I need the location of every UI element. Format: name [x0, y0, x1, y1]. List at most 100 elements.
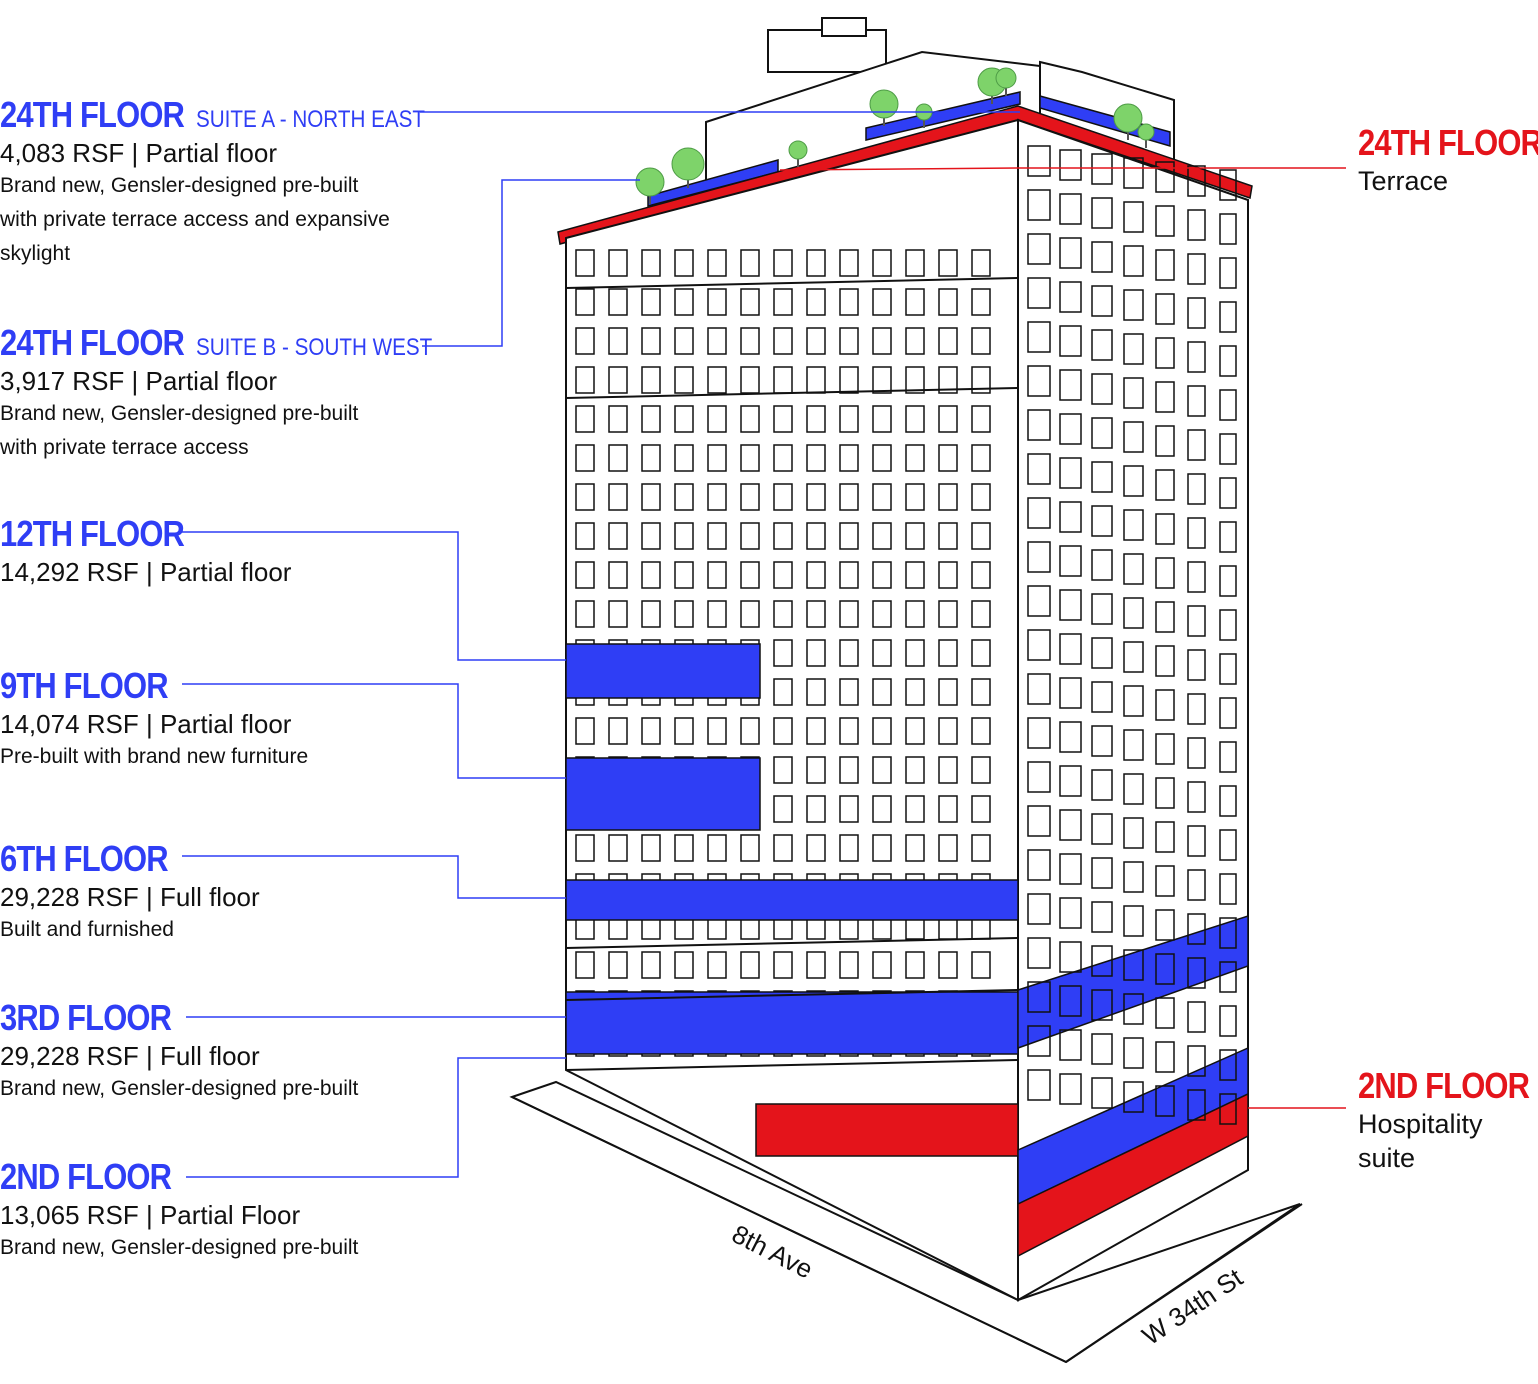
- window: [806, 444, 826, 472]
- window: [1091, 989, 1113, 1021]
- window: [1059, 193, 1082, 225]
- window: [839, 483, 859, 511]
- window: [1059, 677, 1082, 709]
- window: [608, 600, 628, 628]
- window: [938, 249, 958, 277]
- callout-24th-terrace: 24TH FLOOR Terrace: [1358, 122, 1538, 198]
- window: [773, 483, 793, 511]
- window: [1027, 453, 1051, 485]
- window: [905, 717, 925, 745]
- window: [773, 600, 793, 628]
- street-edge-line: [511, 1096, 1067, 1363]
- window: [1123, 157, 1144, 189]
- window: [1123, 773, 1144, 805]
- cornice-line: [565, 387, 1019, 399]
- window: [707, 366, 727, 394]
- window: [971, 561, 991, 589]
- window: [938, 717, 958, 745]
- window: [1155, 601, 1175, 633]
- window: [575, 951, 595, 979]
- area-text: 13,065 RSF | Partial Floor: [0, 1200, 301, 1230]
- window: [1059, 325, 1082, 357]
- window: [1091, 373, 1113, 405]
- window: [674, 327, 694, 355]
- window: [674, 600, 694, 628]
- window: [608, 288, 628, 316]
- window: [1155, 337, 1175, 369]
- window: [938, 444, 958, 472]
- window: [575, 405, 595, 433]
- window: [905, 444, 925, 472]
- tree-icon: [671, 147, 705, 181]
- window: [740, 288, 760, 316]
- window: [806, 756, 826, 784]
- window: [1219, 565, 1237, 597]
- window: [1155, 161, 1175, 193]
- window: [1059, 853, 1082, 885]
- window: [1219, 345, 1237, 377]
- window: [1219, 389, 1237, 421]
- window: [773, 951, 793, 979]
- window: [608, 366, 628, 394]
- window: [1059, 897, 1082, 929]
- tree-icon: [788, 140, 808, 160]
- window: [1219, 609, 1237, 641]
- area-text: 14,292 RSF | Partial floor: [0, 557, 292, 587]
- window: [1091, 153, 1113, 185]
- window: [773, 639, 793, 667]
- window: [971, 327, 991, 355]
- window: [872, 639, 892, 667]
- rooftop-mechanical: [821, 17, 867, 37]
- window: [1123, 685, 1144, 717]
- floor-label: 12TH FLOOR: [0, 513, 185, 554]
- window: [608, 444, 628, 472]
- window: [1187, 209, 1206, 241]
- leader-2nd: [186, 1057, 566, 1178]
- street-label-8th-ave: 8th Ave: [727, 1219, 817, 1285]
- window: [1059, 589, 1082, 621]
- window: [839, 834, 859, 862]
- window: [1219, 213, 1237, 245]
- window: [938, 756, 958, 784]
- window: [872, 327, 892, 355]
- window: [938, 795, 958, 823]
- window: [608, 561, 628, 589]
- window: [1123, 553, 1144, 585]
- window: [674, 444, 694, 472]
- window: [1123, 245, 1144, 277]
- window: [1155, 865, 1175, 897]
- window: [1027, 937, 1051, 969]
- window: [839, 717, 859, 745]
- window: [674, 366, 694, 394]
- window: [773, 834, 793, 862]
- window: [707, 444, 727, 472]
- window: [872, 756, 892, 784]
- window: [839, 444, 859, 472]
- window: [773, 522, 793, 550]
- window: [1219, 829, 1237, 861]
- window: [1219, 653, 1237, 685]
- window: [839, 756, 859, 784]
- window: [905, 522, 925, 550]
- window: [1187, 605, 1206, 637]
- window: [575, 288, 595, 316]
- window: [1123, 289, 1144, 321]
- description-text: Hospitality suite: [1358, 1109, 1483, 1173]
- window: [839, 522, 859, 550]
- window: [740, 522, 760, 550]
- window: [938, 951, 958, 979]
- window: [1059, 765, 1082, 797]
- window: [1155, 249, 1175, 281]
- window: [773, 561, 793, 589]
- window: [1027, 541, 1051, 573]
- window: [905, 795, 925, 823]
- description-text: Terrace: [1358, 166, 1449, 196]
- window: [1187, 385, 1206, 417]
- window: [773, 678, 793, 706]
- window: [1187, 429, 1206, 461]
- window: [905, 951, 925, 979]
- window: [971, 600, 991, 628]
- window: [905, 483, 925, 511]
- window: [1027, 893, 1051, 925]
- window: [1123, 509, 1144, 541]
